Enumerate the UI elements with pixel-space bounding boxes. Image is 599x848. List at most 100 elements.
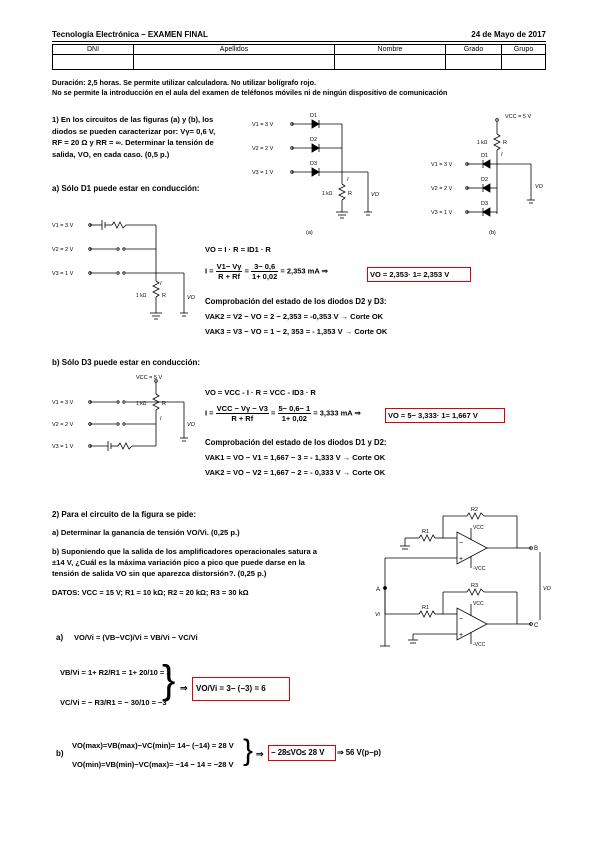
a-eq2-den1: R + Rf [218, 272, 240, 281]
b-check1: VAK1 = VO − V1 = 1,667 − 3 = - 1,333 V →… [205, 453, 386, 462]
q2-b-line2: ±14 V, ¿Cuál es la máxima variación pico… [52, 558, 305, 567]
fig-a-v3: V3 = 1 V [252, 170, 274, 176]
oa-r1-bot: R1 [422, 605, 429, 611]
col-nombre: Nombre [334, 44, 446, 55]
oa-mvcc-top: -VCC [473, 566, 486, 572]
fig-b-d3: D3 [481, 201, 488, 207]
fig-a-vo: VO [371, 192, 380, 198]
col-apellidos: Apellidos [133, 44, 335, 55]
a-result-box [367, 267, 471, 282]
sol-b-brace: } [243, 734, 254, 767]
oa-vcc-bot: VCC [473, 601, 484, 607]
q2-datos: DATOS: VCC = 15 V; R1 = 10 kΩ; R2 = 20 k… [52, 588, 249, 597]
sol-b-rlabel: R [162, 401, 166, 407]
fig-b-r: 1 kΩ [477, 140, 488, 146]
a-eq2-den2: 1+ 0,02 [252, 272, 278, 281]
fig-a-v2: V2 = 2 V [252, 146, 274, 152]
sol-a-vo: VO [187, 295, 196, 301]
sol-a-r: 1 kΩ [136, 293, 147, 299]
fig-b-rlabel: R [503, 140, 507, 146]
exam-date: 24 de Mayo de 2017 [471, 30, 546, 39]
a-eq2-num2: 3− 0,6 [251, 262, 279, 272]
b-eq2-den2: 1+ 0,02 [281, 414, 307, 423]
sol-b-result-box [268, 745, 336, 761]
instructions-2: No se permite la introducción en el aula… [52, 88, 448, 97]
sol-b-result: − 28≤VO≤ 28 V [271, 748, 325, 757]
fig-a-d2: D2 [310, 137, 317, 143]
fig-b-d2: D2 [481, 177, 488, 183]
q1-statement: 1) En los circuitos de las figuras (a) y… [52, 114, 282, 160]
b-check2: VAK2 = VO − V2 = 1,667 − 2 = - 0,333 V →… [205, 468, 386, 477]
q1-line4: salida, VO, en cada caso. (0,5 p.) [52, 149, 170, 159]
fig-a-d1: D1 [310, 113, 317, 119]
fig-b-v1: V1 = 3 V [431, 162, 453, 168]
cell-nombre[interactable] [334, 54, 446, 70]
cell-dni[interactable] [52, 54, 134, 70]
a-check-title: Comprobación del estado de los diodos D2… [205, 297, 387, 306]
oa-r1-top: R1 [422, 529, 429, 535]
sol-b-label: b) [56, 749, 64, 758]
sol-a-result: VO/Vi = 3− (−3) = 6 [196, 684, 266, 693]
cell-grupo[interactable] [501, 54, 546, 70]
a-check2: VAK3 = V3 − VO = 1 − 2, 353 = - 1,353 V … [205, 327, 388, 336]
sol-b-vcc: VCC = 5 V [136, 375, 162, 381]
circuit-fig-b: VCC = 5 V 1 kΩ R I V1 = 3 V V2 = 2 V V3 … [431, 114, 544, 236]
q1-part-a-title: a) Sólo D1 puede estar en conducción: [52, 184, 200, 193]
a-eq2-num1: V1− Vγ [215, 262, 243, 272]
fig-b-d1: D1 [481, 153, 488, 159]
sol-b-eq2: VO(min)=VB(min)−VC(max)= −14 − 14 = −28 … [72, 760, 234, 769]
q1-line2: diodos se pueden caracterizar por: Vγ= 0… [52, 126, 216, 136]
opamp-circuit: − + − + R2 R1 R3 R1 VCC -VCC VCC -VCC A … [375, 507, 552, 648]
b-eq2-val: = 3,333 mA [313, 408, 353, 418]
q1-line1: 1) En los circuitos de las figuras (a) y… [52, 115, 214, 124]
col-dni: DNI [52, 44, 134, 55]
sol-a-result-box [192, 677, 290, 701]
circuit-a-solution: V1 = 3 V V2 = 2 V V3 = 1 V 1 kΩ R I VO [52, 220, 196, 320]
cell-apellidos[interactable] [133, 54, 335, 70]
q1-part-b-title: b) Sólo D3 puede estar en conducción: [52, 358, 201, 367]
circuit-fig-a: V1 = 3 V V2 = 2 V V3 = 1 V D1 D2 D3 1 kΩ… [252, 113, 380, 236]
opamp-bot-minus: − [459, 616, 463, 623]
fig-b-caption: (b) [489, 230, 496, 236]
b-eq2-num2: 5− 0,6− 1 [277, 404, 312, 414]
sol-b-v2: V2 = 2 V [52, 422, 74, 428]
oa-a: A [376, 587, 380, 593]
sol-a-eq2: VB/Vi = 1+ R2/R1 = 1+ 20/10 = 3 [60, 668, 171, 677]
sol-a-eq1: VO/Vi = (VB−VC)/Vi = VB/Vi − VC/Vi [74, 633, 198, 642]
sol-a-rlabel: R [162, 293, 166, 299]
q1-line3: RF = 20 Ω y RR = ∞. Determinar la tensió… [52, 138, 214, 147]
col-grupo: Grupo [501, 44, 546, 55]
fig-b-vo: VO [535, 184, 544, 190]
sol-a-v3: V3 = 1 V [52, 271, 74, 277]
sol-a-v2: V2 = 2 V [52, 247, 74, 253]
sol-b-vo: VO [187, 422, 196, 428]
oa-r3: R3 [471, 583, 478, 589]
b-result-box [385, 408, 505, 423]
fig-b-vcc: VCC = 5 V [505, 114, 531, 120]
sol-a-arrow: ⇒ [180, 683, 188, 693]
a-check1: VAK2 = V2 − VO = 2 − 2,353 = -0,353 V → … [205, 312, 384, 321]
fig-a-rlabel: R [348, 191, 352, 197]
oa-c: C [534, 623, 539, 629]
q2-b-line1: b) Suponiendo que la salida de los ampli… [52, 547, 318, 556]
q2-b-line3: tensión de salida VO sin que aparezca di… [52, 569, 267, 578]
sol-b-i: I [160, 416, 162, 422]
opamp-top-minus: − [459, 540, 463, 547]
a-eq1: VO = I · R = ID1 · R [205, 245, 271, 254]
opamp-bot-plus: + [459, 632, 463, 639]
sol-b-v1: V1 = 3 V [52, 400, 74, 406]
oa-r2: R2 [471, 507, 478, 513]
b-result: VO = 5− 3,333· 1= 1,667 V [388, 411, 478, 420]
oa-vo: VO [543, 586, 552, 592]
fig-a-r: 1 kΩ [322, 191, 333, 197]
b-eq2-num1: VCC − Vγ − V3 [215, 404, 269, 414]
cell-grado[interactable] [445, 54, 502, 70]
a-eq2-left: I = [205, 266, 214, 276]
q2-a: a) Determinar la ganancia de tensión VO/… [52, 528, 240, 537]
b-check-title: Comprobación del estado de los diodos D1… [205, 438, 387, 447]
sol-b-tail: ⇒ 56 V(p−p) [337, 748, 382, 757]
fig-b-v3: V3 = 1 V [431, 210, 453, 216]
course-title: Tecnología Electrónica – EXAMEN FINAL [52, 30, 208, 39]
sol-b-v3: V3 = 1 V [52, 444, 74, 450]
